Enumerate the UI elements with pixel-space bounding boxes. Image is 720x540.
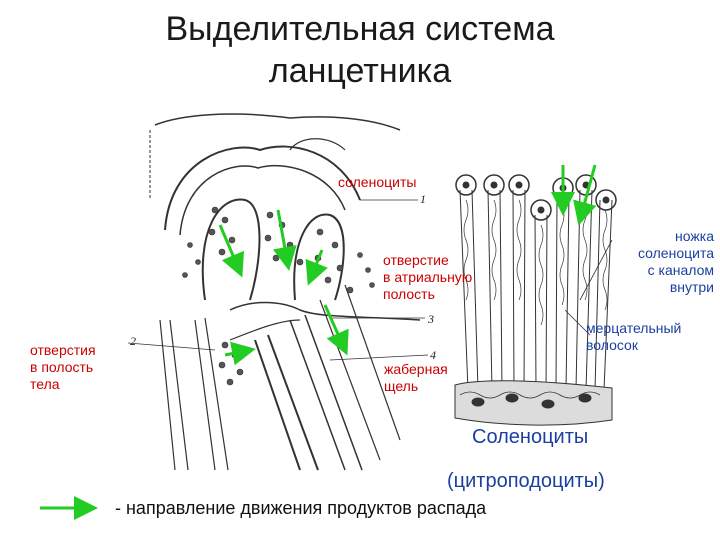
label-body-cavity-openings: отверстия в полость тела	[30, 342, 96, 392]
flow-arrow-7	[573, 164, 597, 226]
caption-solenocytes: Соленоциты	[472, 426, 589, 448]
label-solenocytes: соленоциты	[338, 174, 417, 190]
flow-arrow-1	[218, 224, 244, 278]
label-gill-slit: жаберная щель	[384, 361, 448, 394]
marker-3: 3	[428, 312, 434, 326]
marker-4: 4	[430, 348, 436, 362]
page-title: Выделительная система ланцетника	[0, 8, 720, 92]
title-line-2: ланцетника	[268, 52, 452, 90]
legend-text: - направление движения продуктов распада	[115, 498, 487, 518]
title-line-1: Выделительная система	[165, 10, 555, 48]
flow-arrow-5	[323, 304, 349, 356]
caption-cyrtopodocytes: (цитроподоциты)	[447, 470, 605, 492]
solenocytes-illustration	[454, 174, 617, 426]
flow-arrow-4	[224, 341, 256, 366]
label-solenocyte-stalk: ножка соленоцита с каналом внутри	[638, 228, 714, 295]
label-cilium: мерцательный волосок	[586, 320, 682, 353]
label-atrial-opening: отверстие в атриальную полость	[383, 252, 473, 302]
marker-1: 1	[420, 192, 426, 206]
flow-arrow-2	[272, 209, 297, 271]
flow-arrows	[40, 164, 597, 520]
marker-2: 2	[130, 334, 136, 348]
flow-arrow-3	[305, 249, 328, 286]
